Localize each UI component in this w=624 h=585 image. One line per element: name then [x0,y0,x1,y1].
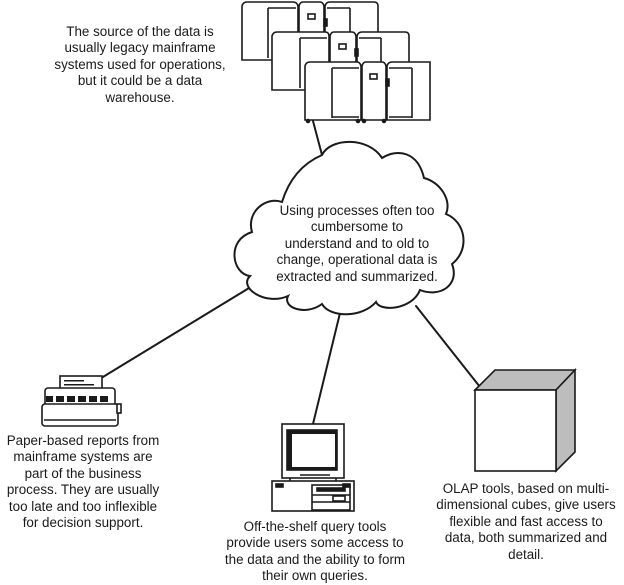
edge-process-olap [415,305,481,388]
edge-process-reports [97,284,255,381]
cube-icon [473,367,577,473]
reports-caption: Paper-based reports from mainframe syste… [6,433,160,531]
desktop-computer-icon [271,423,355,512]
process-caption: Using processes often too cumbersome to … [276,203,438,284]
olap-caption: OLAP tools, based on multi- dimensional … [436,481,616,562]
printer-icon [41,375,122,427]
query-tools-caption: Off-the-shelf query tools provide users … [224,519,406,584]
edge-source-process [312,120,323,156]
edge-process-query [312,312,341,425]
cloud-icon [233,140,465,316]
mainframe-servers-icon [241,1,431,124]
source-caption: The source of the data is usually legacy… [54,24,226,105]
